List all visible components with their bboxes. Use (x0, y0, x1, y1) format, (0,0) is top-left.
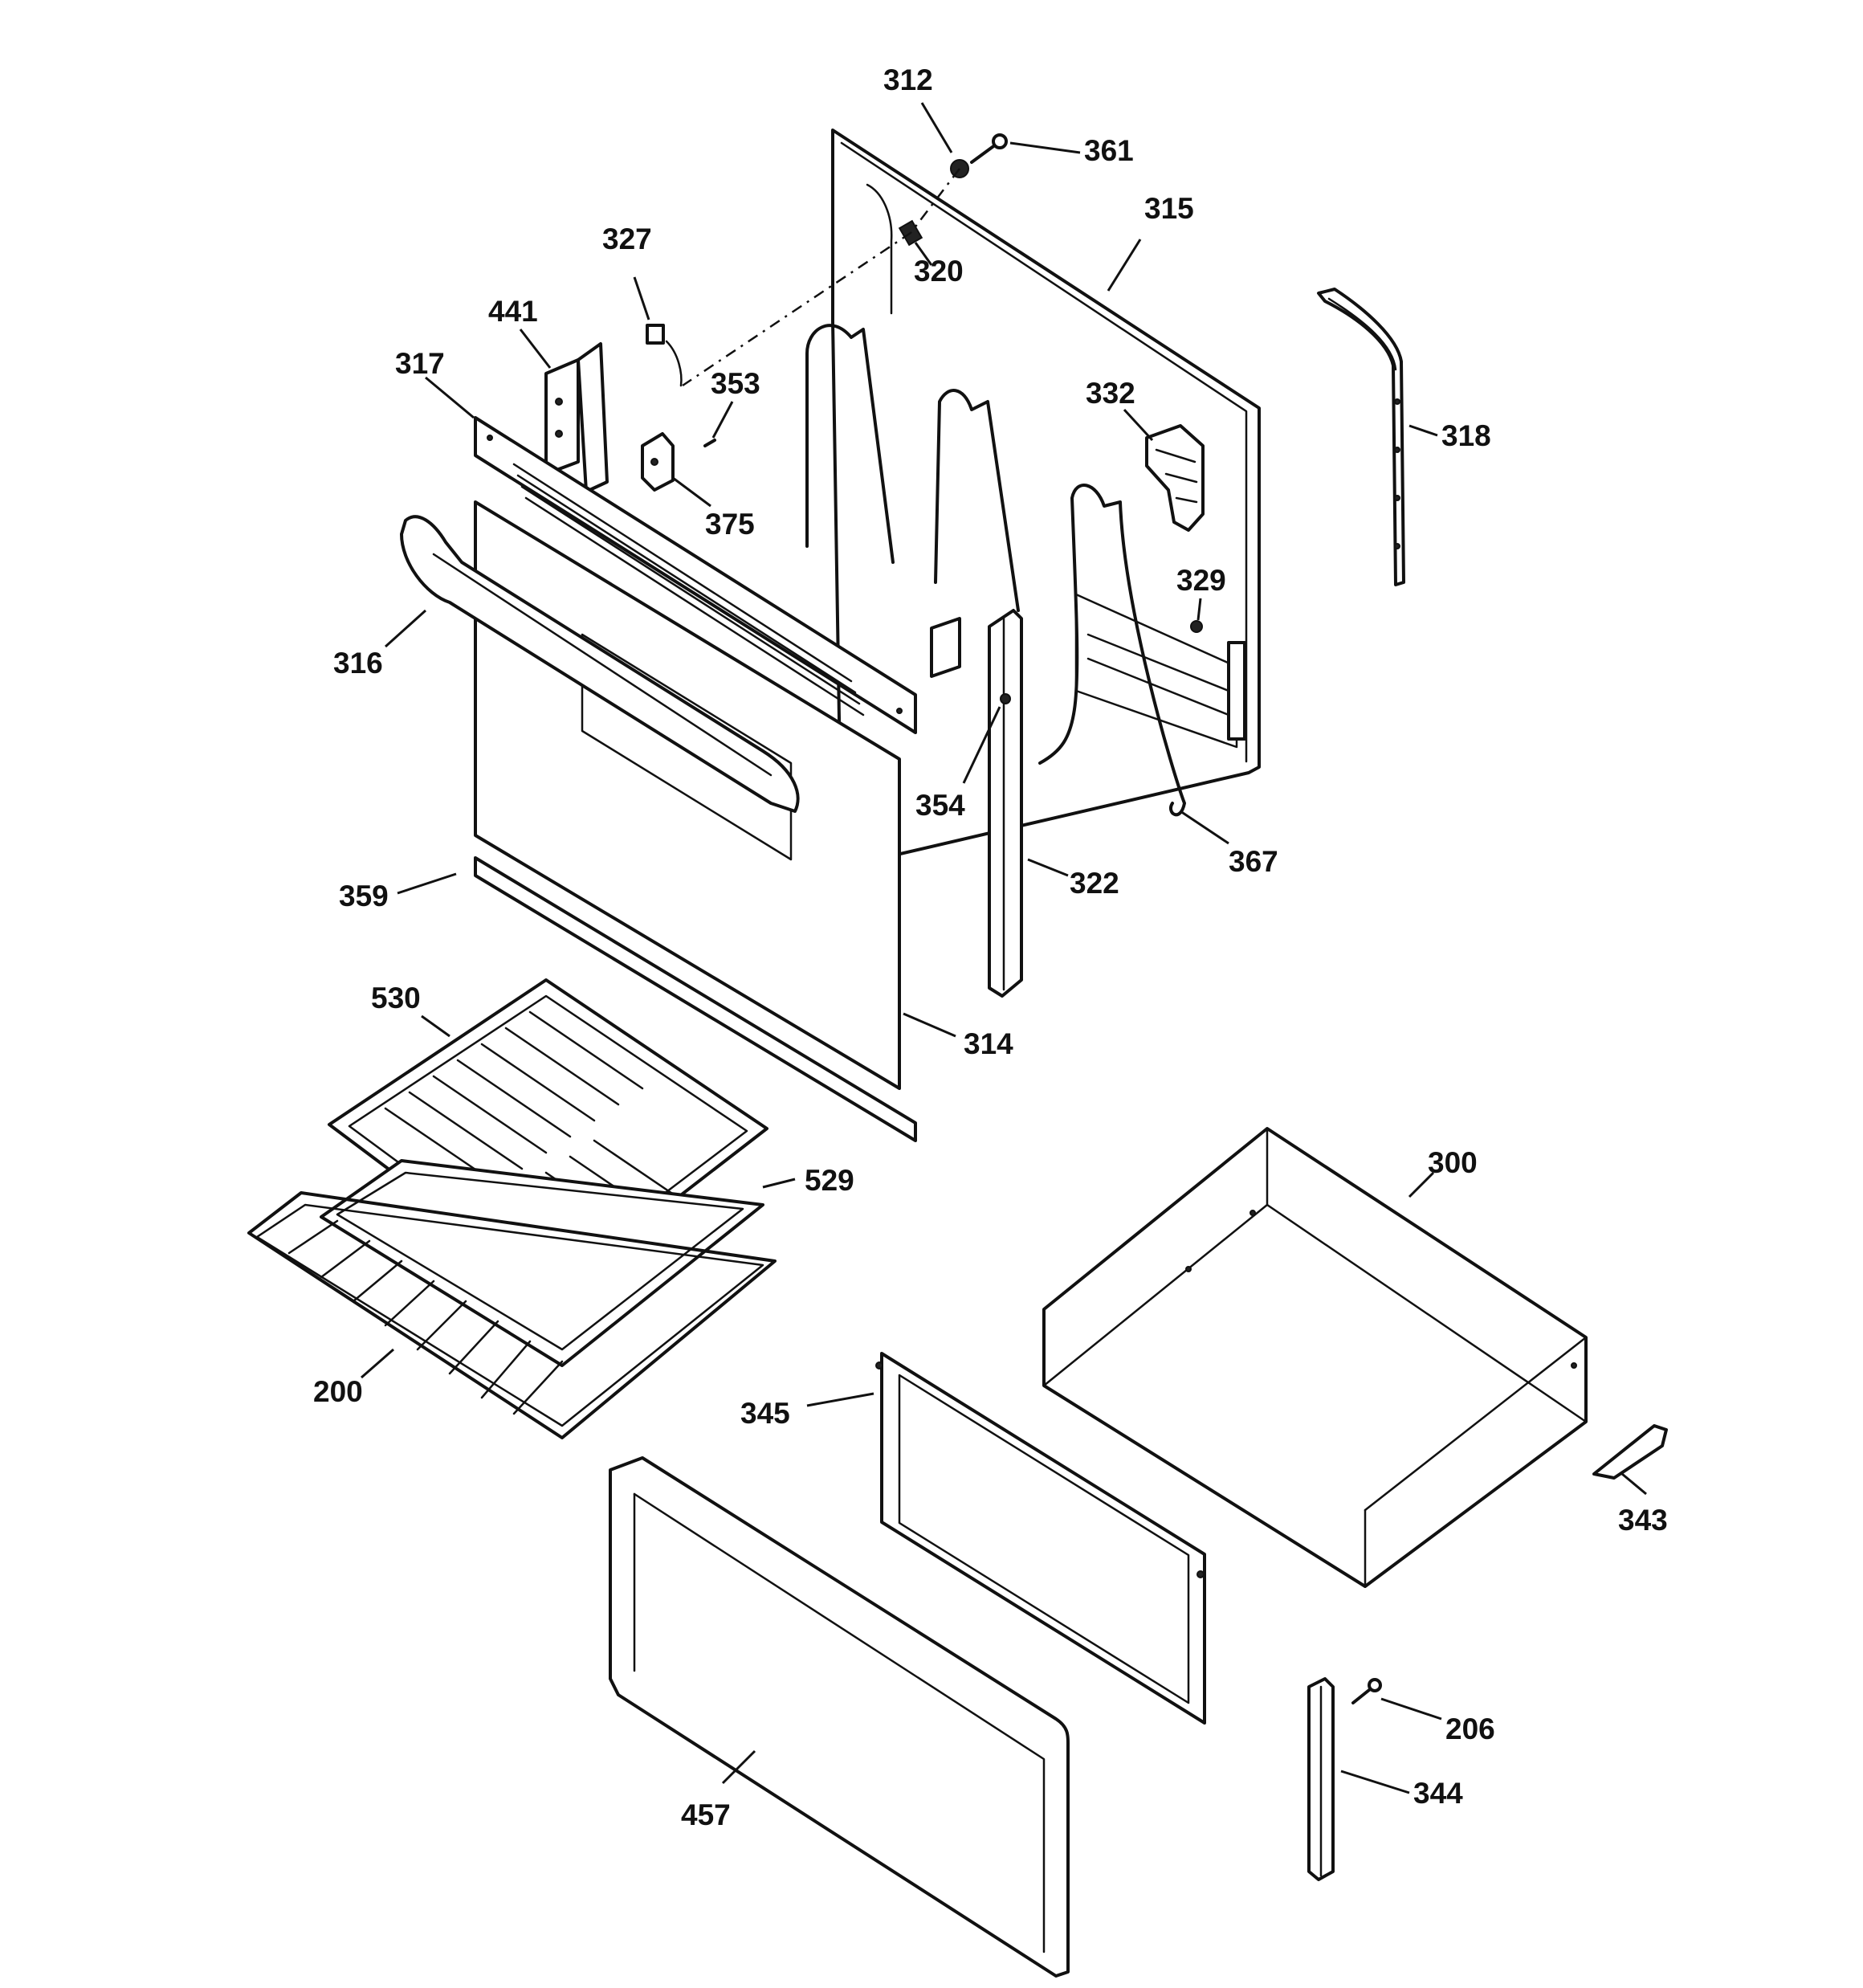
part-317-vent-trim (474, 416, 917, 734)
part-327-clip (646, 324, 683, 387)
callout-529: 529 (805, 1164, 854, 1197)
callout-312: 312 (883, 63, 933, 96)
callout-457: 457 (681, 1798, 731, 1831)
part-441-hinge (544, 342, 609, 493)
callout-354: 354 (915, 789, 965, 822)
callout-367: 367 (1229, 845, 1278, 878)
callout-206: 206 (1445, 1712, 1495, 1745)
callout-353: 353 (711, 367, 760, 400)
callout-322: 322 (1070, 867, 1119, 900)
part-375-bracket (641, 432, 675, 492)
part-361-screw (970, 133, 1008, 164)
callout-320: 320 (914, 255, 964, 288)
part-200-oven-rack (247, 1191, 777, 1439)
part-344-rail (1307, 1677, 1335, 1881)
part-457-drawer-front (609, 1456, 1070, 1978)
part-345-inner-panel (875, 1352, 1206, 1725)
callout-344: 344 (1413, 1777, 1463, 1810)
callout-318: 318 (1441, 419, 1491, 452)
callout-314: 314 (964, 1027, 1013, 1060)
part-316-handle (400, 515, 800, 813)
callout-345: 345 (740, 1397, 790, 1430)
callout-332: 332 (1086, 377, 1135, 410)
callout-316: 316 (333, 647, 383, 680)
callout-530: 530 (371, 982, 421, 1014)
leader-lines (361, 102, 1647, 1794)
callout-329: 329 (1176, 564, 1226, 597)
callout-317: 317 (395, 347, 445, 380)
callout-375: 375 (705, 508, 755, 541)
callout-441: 441 (488, 295, 538, 328)
callout-327: 327 (602, 222, 652, 255)
part-322-post (930, 609, 1023, 998)
part-359-bottom-trim (474, 856, 917, 1142)
part-318-side-trim (1317, 288, 1405, 586)
part-529-pan-bottom (320, 1159, 764, 1367)
part-353-screw (703, 439, 716, 447)
part-rack-wires (805, 324, 1186, 817)
part-332-insulation (1145, 424, 1205, 532)
callout-300: 300 (1428, 1146, 1478, 1179)
part-300-drawer-body (1042, 1127, 1588, 1588)
callout-labels: 312 361 315 327 320 441 317 353 332 318 … (313, 63, 1668, 1831)
part-343-glide (1592, 1424, 1668, 1480)
part-315-door-liner (831, 129, 1261, 869)
part-206-screw (1351, 1678, 1382, 1704)
callout-343: 343 (1618, 1504, 1668, 1537)
part-329-pin (1190, 620, 1203, 633)
callout-361: 361 (1084, 134, 1134, 167)
callout-359: 359 (339, 880, 389, 912)
callout-315: 315 (1144, 192, 1194, 225)
callout-200: 200 (313, 1375, 363, 1408)
